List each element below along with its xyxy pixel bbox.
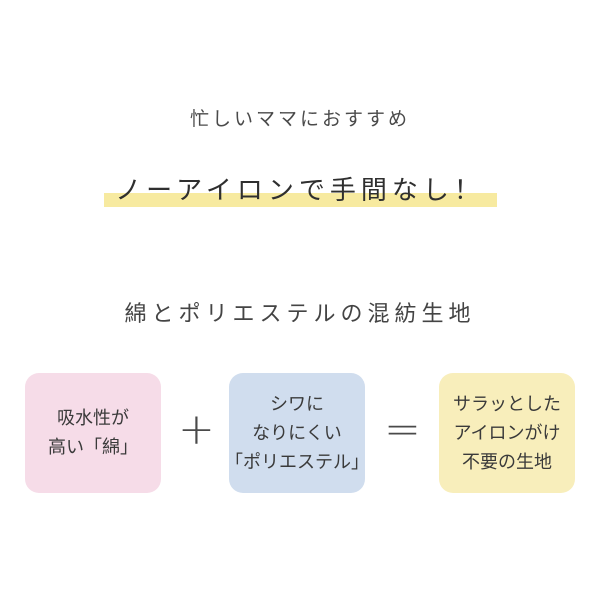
result-box-line: サラッとした — [453, 393, 561, 415]
cotton-box: 吸水性が 高い「綿」 — [25, 373, 161, 493]
headline-highlight — [104, 193, 497, 207]
cotton-box-line: 高い「綿」 — [48, 437, 138, 458]
headline: ノーアイロンで手間なし！ — [115, 176, 485, 206]
result-box-line: 不要の生地 — [462, 451, 552, 473]
headline-block: ノーアイロンで手間なし！ — [0, 166, 600, 216]
section-title: 綿とポリエステルの混紡生地 — [124, 302, 476, 327]
polyester-box-line: なりにくい — [252, 422, 342, 444]
subtitle: 忙しいママにおすすめ — [189, 108, 410, 130]
result-box-line: アイロンがけ — [453, 422, 561, 444]
plus-sign: + — [178, 404, 215, 455]
result-box: サラッとした アイロンがけ 不要の生地 — [439, 373, 575, 493]
equals-sign: = — [384, 404, 421, 455]
polyester-box-line: シワに — [270, 393, 324, 415]
polyester-box-line: 「ポリエステル」 — [225, 451, 369, 473]
polyester-box: シワに なりにくい 「ポリエステル」 — [225, 373, 369, 493]
cotton-box-line: 吸水性が — [57, 408, 129, 429]
